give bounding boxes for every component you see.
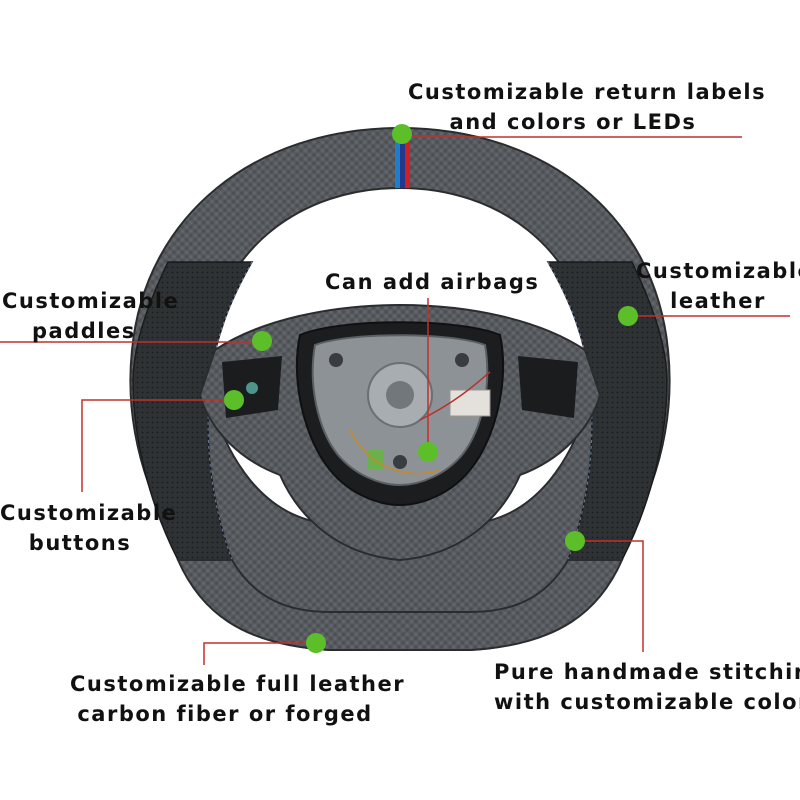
callout-full-leather-line1: Customizable full leather [70,672,406,696]
leader-line-stitching [575,540,644,652]
callout-stitching-line2: with customizable colors [494,690,800,714]
bottom-rim [176,559,624,651]
callout-leather-line1: Customizable [636,259,800,283]
callout-airbags: Can add airbags [325,267,540,297]
marker-dot-full-leather [306,633,326,653]
marker-dot-paddles [252,331,272,351]
callout-stitching-line1: Pure handmade stitching [494,660,800,684]
callout-airbags-line1: Can add airbags [325,270,540,294]
marker-dot-top [392,124,412,144]
callout-top-line1: Customizable return labels [408,80,767,104]
markers [224,124,638,653]
callout-full-leather: Customizable full leather carbon fiber o… [70,669,406,729]
callout-paddles-line2: paddles [32,319,136,343]
callout-top: Customizable return labels and colors or… [408,77,767,137]
callout-full-leather-line2: carbon fiber or forged [77,702,373,726]
callout-leather: Customizable leather [636,256,800,316]
callout-stitching: Pure handmade stitching with customizabl… [494,657,800,717]
callout-paddles-line1: Customizable [2,289,180,313]
center-stripe [395,136,410,188]
marker-dot-airbags [418,442,438,462]
leader-line-full-leather [203,642,316,665]
center-spoke [198,303,602,562]
marker-dot-stitching [565,531,585,551]
marker-dot-buttons [224,390,244,410]
marker-dot-leather [618,306,638,326]
callout-top-line2: and colors or LEDs [449,110,697,134]
callout-buttons-line2: buttons [28,531,132,555]
callout-buttons-line1: Customizable [0,501,178,525]
callout-buttons: Customizable buttons [0,498,178,558]
leader-line-buttons [81,399,234,492]
callout-leather-line2: leather [670,289,766,313]
callout-paddles: Customizable paddles [2,286,180,346]
leader-lines [0,136,790,665]
